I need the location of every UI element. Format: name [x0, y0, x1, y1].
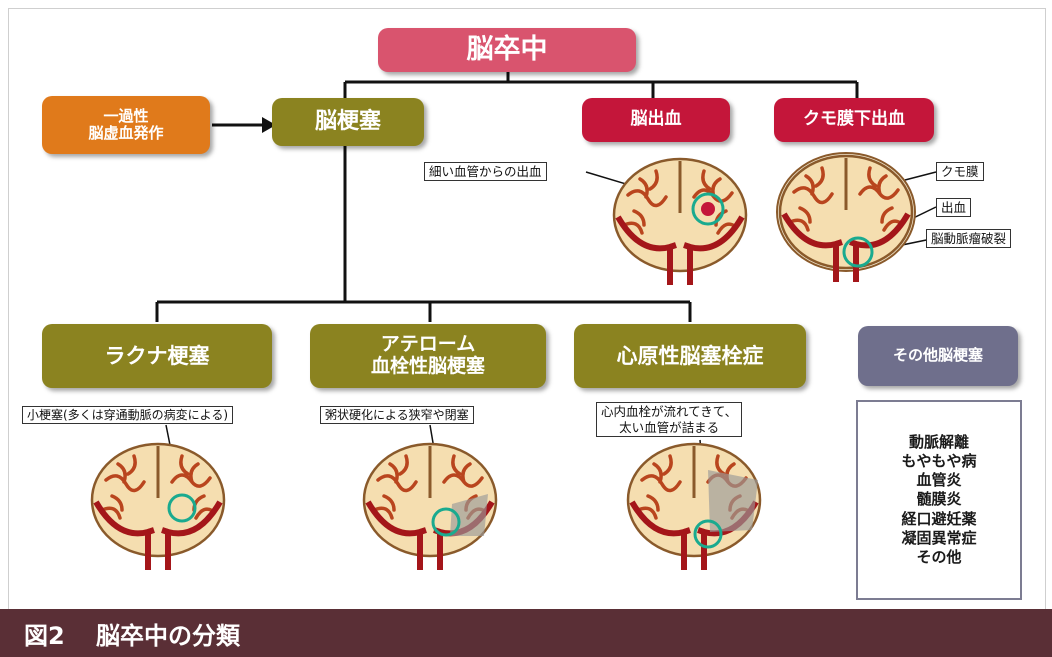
- athero-note: 粥状硬化による狭窄や閉塞: [320, 406, 474, 425]
- sah-box: クモ膜下出血: [774, 98, 934, 142]
- tia-line-2: 脳虚血発作: [88, 124, 164, 142]
- figure-caption-bar: 図2 脳卒中の分類: [0, 609, 1052, 657]
- cardio-label: 心原性脳塞栓症: [616, 343, 764, 368]
- aneurysm-rupture-label: 脳動脈瘤破裂: [926, 229, 1012, 248]
- brain-hemorrhage-illustration: [610, 155, 754, 295]
- athero-label-2: 血栓性脳梗塞: [370, 355, 485, 377]
- arrow-head: [262, 117, 276, 133]
- other-cause-item: その他: [916, 547, 962, 566]
- figure-caption: 脳卒中の分類: [96, 621, 240, 650]
- brain-sah-illustration: [776, 152, 916, 292]
- other-cause-item: 血管炎: [916, 471, 962, 490]
- other-cause-item: もやもや病: [901, 452, 977, 471]
- cardio-note-line-1: 心内血栓が流れてきて、: [601, 404, 738, 419]
- stroke-title: 脳卒中: [466, 34, 548, 66]
- small-vessel-bleed-label: 細い血管からの出血: [424, 162, 547, 181]
- brain-athero-illustration: [360, 440, 504, 580]
- hemorrhage-label: 脳出血: [630, 109, 682, 130]
- other-cause-item: 動脈解離: [908, 432, 969, 451]
- figure-number: 図2: [24, 621, 65, 650]
- sah-label: クモ膜下出血: [803, 109, 905, 130]
- hemorrhage-box: 脳出血: [582, 98, 730, 142]
- athero-label-1: アテローム: [380, 333, 476, 356]
- other-cause-item: 経口避妊薬: [901, 509, 977, 528]
- bleeding-label: 出血: [936, 198, 972, 217]
- infarction-label: 脳梗塞: [314, 109, 381, 135]
- other-causes-list: 動脈解離 もやもや病 血管炎 髄膜炎 経口避妊薬 凝固異常症 その他: [856, 400, 1022, 600]
- brain-cardio-illustration: [624, 440, 768, 580]
- other-label: その他脳梗塞: [892, 346, 983, 365]
- infarction-box: 脳梗塞: [272, 98, 424, 146]
- cardio-note-line-2: 太い血管が詰まる: [619, 419, 720, 435]
- other-cause-item: 凝固異常症: [901, 528, 977, 547]
- lacunar-note: 小梗塞(多くは穿通動脈の病変による): [22, 406, 234, 425]
- tia-line-1: 一過性: [103, 106, 149, 125]
- lacunar-label: ラクナ梗塞: [104, 343, 210, 368]
- tia-box: 一過性 脳虚血発作: [42, 96, 210, 154]
- cardio-note: 心内血栓が流れてきて、 太い血管が詰まる: [596, 402, 743, 438]
- lacunar-box: ラクナ梗塞: [42, 324, 272, 388]
- athero-box: アテローム 血栓性脳梗塞: [310, 324, 546, 388]
- stroke-title-box: 脳卒中: [378, 28, 636, 72]
- brain-lacunar-illustration: [88, 440, 232, 580]
- cardio-box: 心原性脳塞栓症: [574, 324, 806, 388]
- other-box: その他脳梗塞: [858, 326, 1018, 386]
- other-cause-item: 髄膜炎: [916, 490, 962, 509]
- arachnoid-label: クモ膜: [936, 162, 984, 181]
